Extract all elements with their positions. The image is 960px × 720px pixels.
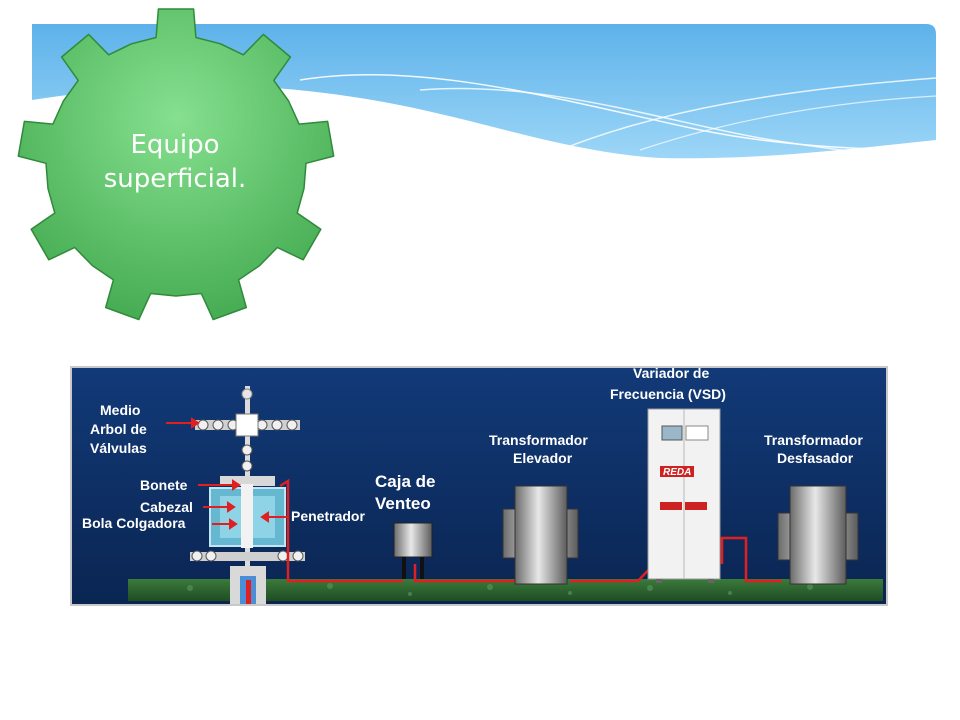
- label-caja-venteo-1: Caja de: [375, 472, 435, 491]
- label-variador-2: Frecuencia (VSD): [610, 386, 726, 402]
- vsd-cabinet: REDA: [647, 408, 721, 583]
- slide-title: Equipo superficial.: [70, 128, 280, 196]
- label-medio-arbol-1: Medio: [100, 402, 140, 418]
- title-line-2: superficial.: [103, 164, 247, 194]
- label-bola-colgadora: Bola Colgadora: [82, 515, 186, 531]
- label-transformador-elevador-2: Elevador: [513, 450, 573, 466]
- label-caja-venteo-2: Venteo: [375, 494, 431, 513]
- label-medio-arbol-3: Válvulas: [90, 440, 147, 456]
- surface-equipment-diagram: REDA Medio Arbol de Válvulas Bonete Cabe…: [70, 366, 888, 606]
- step-up-transformer: [502, 485, 579, 585]
- title-line-1: Equipo: [130, 130, 220, 160]
- power-cables: [279, 478, 782, 583]
- label-variador-1: Variador de: [633, 366, 709, 381]
- label-penetrador: Penetrador: [291, 508, 365, 524]
- label-transformador-desfasador-2: Desfasador: [777, 450, 854, 466]
- label-cabezal: Cabezal: [140, 499, 193, 515]
- phase-shift-transformer: [777, 485, 859, 585]
- label-medio-arbol-2: Arbol de: [90, 421, 147, 437]
- vent-box: [393, 522, 433, 579]
- label-bonete: Bonete: [140, 477, 188, 493]
- gear-icon: [17, 8, 335, 321]
- ground-strip: [128, 579, 883, 601]
- label-transformador-desfasador-1: Transformador: [764, 432, 863, 448]
- vsd-brand: REDA: [663, 467, 691, 478]
- label-transformador-elevador-1: Transformador: [489, 432, 588, 448]
- wellhead: [166, 386, 305, 604]
